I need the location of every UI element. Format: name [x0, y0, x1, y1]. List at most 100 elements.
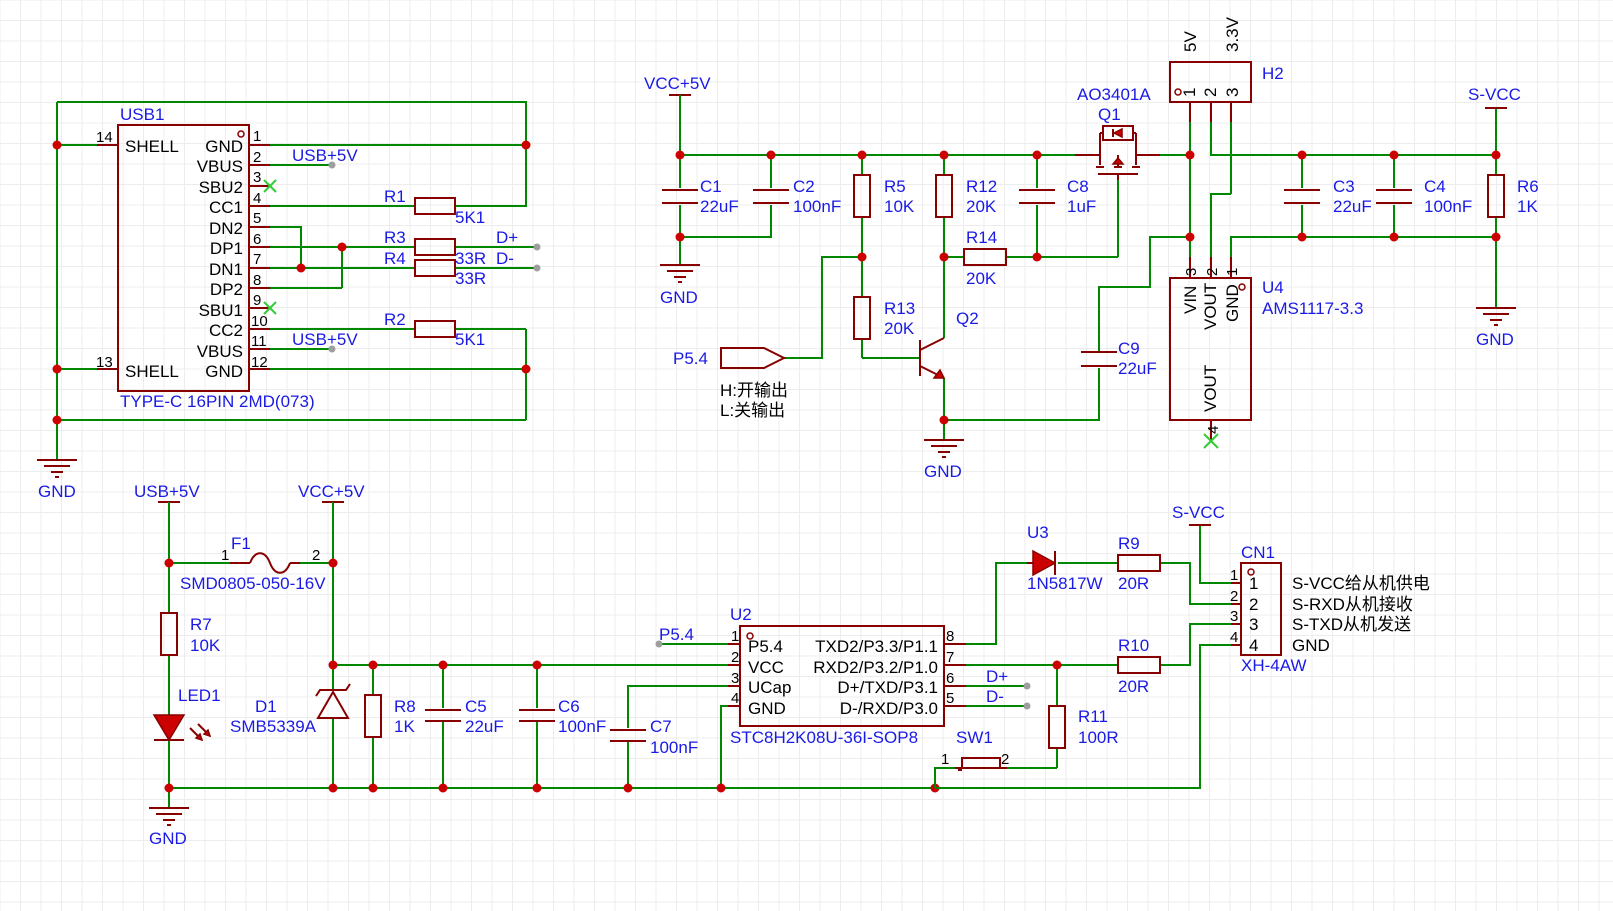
resistor-r11[interactable]: R11 100R — [1048, 705, 1119, 749]
net-svcc-label: S-VCC — [1468, 85, 1521, 104]
u4-pin-vout-tab: VOUT — [1201, 365, 1220, 412]
r7-ref: R7 — [190, 615, 212, 634]
ldo-junctions — [1185, 150, 1501, 242]
zener-d1-icon[interactable]: D1 SMB5339A — [230, 683, 351, 736]
gnd-icon — [1476, 307, 1516, 326]
resistor-r2[interactable]: R2 5K1 — [384, 310, 485, 349]
u2-pin-name: RXD2/P3.2/P1.0 — [813, 658, 938, 677]
resistor-r3[interactable]: R3 33R — [384, 228, 486, 268]
u2-pin-num: 6 — [946, 670, 954, 687]
resistor-r8[interactable]: R8 1K — [364, 694, 416, 738]
resistor-r10[interactable]: R10 20R — [1117, 636, 1161, 696]
r5-value: 10K — [884, 197, 915, 216]
fuse-f1-icon[interactable]: F1 1 2 SMD0805-050-16V — [180, 534, 326, 593]
f1-pin-num: 2 — [312, 547, 320, 564]
diode-u3-icon[interactable]: U3 1N5817W — [1027, 523, 1103, 593]
capacitor-c3[interactable]: C3 22uF — [1284, 177, 1372, 216]
usb1-pin-num: 8 — [253, 272, 261, 289]
u2-pin-num: 8 — [946, 628, 954, 645]
usb1-pin-num: 12 — [251, 354, 268, 371]
r14-value: 20K — [966, 269, 997, 288]
usb1-pin-name: DP2 — [210, 280, 243, 299]
u3-ref: U3 — [1027, 523, 1049, 542]
header-h2[interactable]: 1 2 3 H2 5V 3.3V — [1169, 16, 1284, 103]
cn1-pin-num: 3 — [1230, 608, 1238, 625]
capacitor-c9[interactable]: C9 22uF — [1081, 339, 1157, 378]
usb1-pin-name: DN2 — [209, 219, 243, 238]
capacitor-c1[interactable]: C1 22uF — [662, 177, 739, 216]
net-usb5v-label: USB+5V — [134, 482, 200, 501]
switch-junctions — [675, 150, 1042, 425]
usb1-pin-name: SBU2 — [199, 178, 243, 197]
h2-pin-num: 2 — [1201, 88, 1220, 97]
output-junctions — [1023, 660, 1062, 710]
sw1-ref: SW1 — [956, 728, 993, 747]
c1-value: 22uF — [700, 197, 739, 216]
net-usb5v-label: USB+5V — [292, 330, 358, 349]
output-wires — [934, 524, 1231, 789]
usb1-pin-num: 2 — [253, 149, 261, 166]
capacitor-c5[interactable]: C5 22uF — [425, 697, 504, 736]
gnd-icon — [37, 459, 77, 478]
resistor-r13[interactable]: R13 20K — [853, 296, 915, 340]
u2-pin-num: 7 — [946, 649, 954, 666]
capacitor-c4[interactable]: C4 100nF — [1376, 177, 1472, 216]
note-h: H:开输出 — [720, 381, 788, 400]
connector-cn1[interactable]: 1 2 3 4 1 2 3 4 CN1 XH-4AW — [1230, 543, 1307, 675]
switch-sw1-icon[interactable]: SW1 1 2 — [941, 728, 1009, 771]
h2-pin-num: 1 — [1180, 88, 1199, 97]
gnd-label: GND — [660, 288, 698, 307]
u2-pin-num: 1 — [731, 628, 739, 645]
cn1-pin-label: 3 — [1249, 615, 1258, 634]
capacitor-c7[interactable]: C7 100nF — [610, 717, 698, 757]
u4-pin-num: 2 — [1204, 268, 1221, 276]
resistor-r14[interactable]: R14 20K — [963, 228, 1007, 288]
ldo-wires — [1301, 107, 1507, 308]
mosfet-q1-icon[interactable]: AO3401A Q1 — [1075, 85, 1160, 180]
switch-wires — [669, 94, 1190, 440]
c2-value: 100nF — [793, 197, 841, 216]
resistor-r7[interactable]: R7 10K — [160, 612, 221, 656]
resistor-r4[interactable]: R4 33R — [384, 249, 486, 288]
u2-part: STC8H2K08U-36I-SOP8 — [730, 728, 918, 747]
u2-pin-name: GND — [748, 699, 786, 718]
cn1-pin-label: 4 — [1249, 636, 1258, 655]
r8-value: 1K — [394, 717, 415, 736]
usb1-pin-name: CC1 — [209, 198, 243, 217]
capacitor-c2[interactable]: C2 100nF — [753, 177, 841, 216]
usb1-pin-num: 3 — [253, 169, 261, 186]
gnd-icon — [660, 264, 700, 283]
usb1-pin-name: CC2 — [209, 321, 243, 340]
usb1-connector[interactable]: USB1 TYPE-C 16PIN 2MD(073) SHELL SHELL 1… — [96, 105, 315, 411]
q1-ref: Q1 — [1098, 105, 1121, 124]
cn1-signal-label: S-VCC给从机供电 — [1292, 574, 1430, 593]
c9-ref: C9 — [1118, 339, 1140, 358]
resistor-r12[interactable]: R12 20K — [935, 174, 997, 218]
r6-ref: R6 — [1517, 177, 1539, 196]
usb1-pin-num: 10 — [251, 313, 268, 330]
u4-pin-num: 1 — [1224, 268, 1241, 276]
r1-value: 5K1 — [455, 208, 485, 227]
f1-pin-num: 1 — [221, 547, 229, 564]
u2-pin-num: 5 — [946, 690, 954, 707]
c1-ref: C1 — [700, 177, 722, 196]
q1-part: AO3401A — [1077, 85, 1151, 104]
ldo-u4[interactable]: VIN VOUT GND VOUT 3 2 1 4 U4 AMS1117-3.3 — [1169, 257, 1363, 440]
transistor-q2-icon[interactable]: Q2 — [919, 309, 979, 379]
resistor-r9[interactable]: R9 20R — [1117, 534, 1161, 593]
f1-part: SMD0805-050-16V — [180, 574, 326, 593]
cn1-ref: CN1 — [1241, 543, 1275, 562]
p54-port-icon[interactable]: P5.4 — [673, 347, 787, 369]
mcu-u2[interactable]: U2 STC8H2K08U-36I-SOP8 P5.4 VCC UCap GND… — [728, 605, 966, 747]
resistor-r6[interactable]: R6 1K — [1487, 174, 1539, 218]
led-icon[interactable]: LED1 — [152, 686, 221, 742]
resistor-r5[interactable]: R5 10K — [853, 174, 915, 218]
capacitor-c8[interactable]: C8 1uF — [1019, 177, 1096, 216]
c6-ref: C6 — [558, 697, 580, 716]
c8-value: 1uF — [1067, 197, 1096, 216]
c5-ref: C5 — [465, 697, 487, 716]
u4-pin-num: 4 — [1205, 426, 1222, 434]
capacitor-c6[interactable]: C6 100nF — [519, 697, 606, 736]
resistor-r1[interactable]: R1 5K1 — [384, 187, 485, 227]
usb1-model: TYPE-C 16PIN 2MD(073) — [120, 392, 315, 411]
